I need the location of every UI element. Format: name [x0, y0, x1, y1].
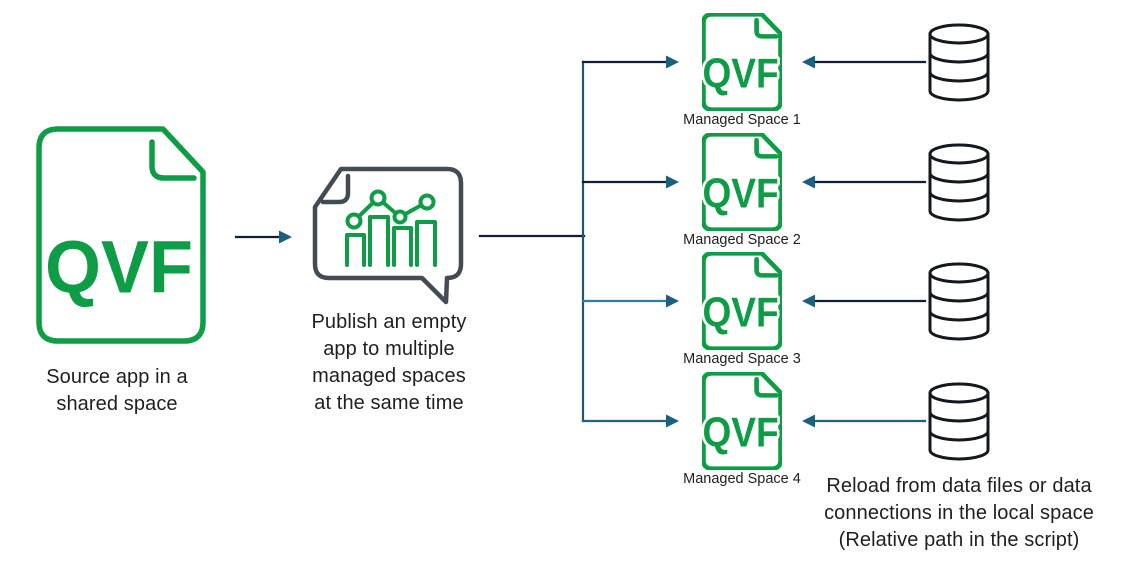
managed-space-caption: Managed Space 4 — [683, 471, 801, 487]
qvf-label: QVF — [45, 226, 193, 309]
line-chart-node — [392, 209, 408, 225]
arrowhead-icon — [666, 294, 679, 308]
arrowhead-icon — [802, 294, 815, 308]
qvf-label: QVF — [702, 289, 778, 335]
publish-caption: Publish an empty app to multiple managed… — [311, 311, 467, 414]
line-chart-node — [369, 189, 387, 207]
qvf-file-icon: QVF — [702, 252, 782, 350]
arrowhead-icon — [666, 175, 679, 189]
database-cylinder-icon — [928, 262, 990, 341]
arrowhead-icon — [279, 230, 292, 244]
database-cylinder-icon — [928, 143, 990, 222]
source-caption: Source app in a shared space — [46, 366, 188, 415]
arrowhead-icon — [666, 55, 679, 69]
reload-note: Reload from data files or data connectio… — [824, 475, 1094, 551]
line-chart-node — [345, 212, 363, 230]
database-shape — [928, 143, 990, 222]
arrowhead-icon — [666, 414, 679, 428]
qvf-file-icon: QVF — [702, 13, 782, 111]
arrowhead-icon — [802, 414, 815, 428]
qvf-file-icon: QVF — [702, 372, 782, 470]
managed-space-caption: Managed Space 3 — [683, 351, 801, 367]
database-cylinder-icon — [928, 23, 990, 102]
managed-space-caption: Managed Space 2 — [683, 232, 801, 248]
arrowhead-icon — [802, 175, 815, 189]
managed-space-caption: Managed Space 1 — [683, 112, 801, 128]
database-shape — [928, 262, 990, 341]
line-chart-node — [418, 193, 436, 211]
folded-corner — [320, 173, 351, 205]
arrowhead-icon — [802, 55, 815, 69]
qvf-label: QVF — [702, 170, 778, 216]
qvf-label: QVF — [702, 50, 778, 96]
folded-corner — [149, 139, 197, 181]
speech-bubble-bar-chart-icon — [312, 166, 464, 305]
bar-chart-bars — [345, 215, 437, 267]
qvf-label: QVF — [702, 409, 778, 455]
qvf-file-icon: QVF — [702, 133, 782, 231]
document-outline — [36, 126, 206, 344]
line-chart-line — [352, 196, 429, 223]
qvf-file-icon: QVF — [36, 126, 206, 344]
database-shape — [928, 23, 990, 102]
database-cylinder-icon — [928, 382, 990, 461]
database-shape — [928, 382, 990, 461]
